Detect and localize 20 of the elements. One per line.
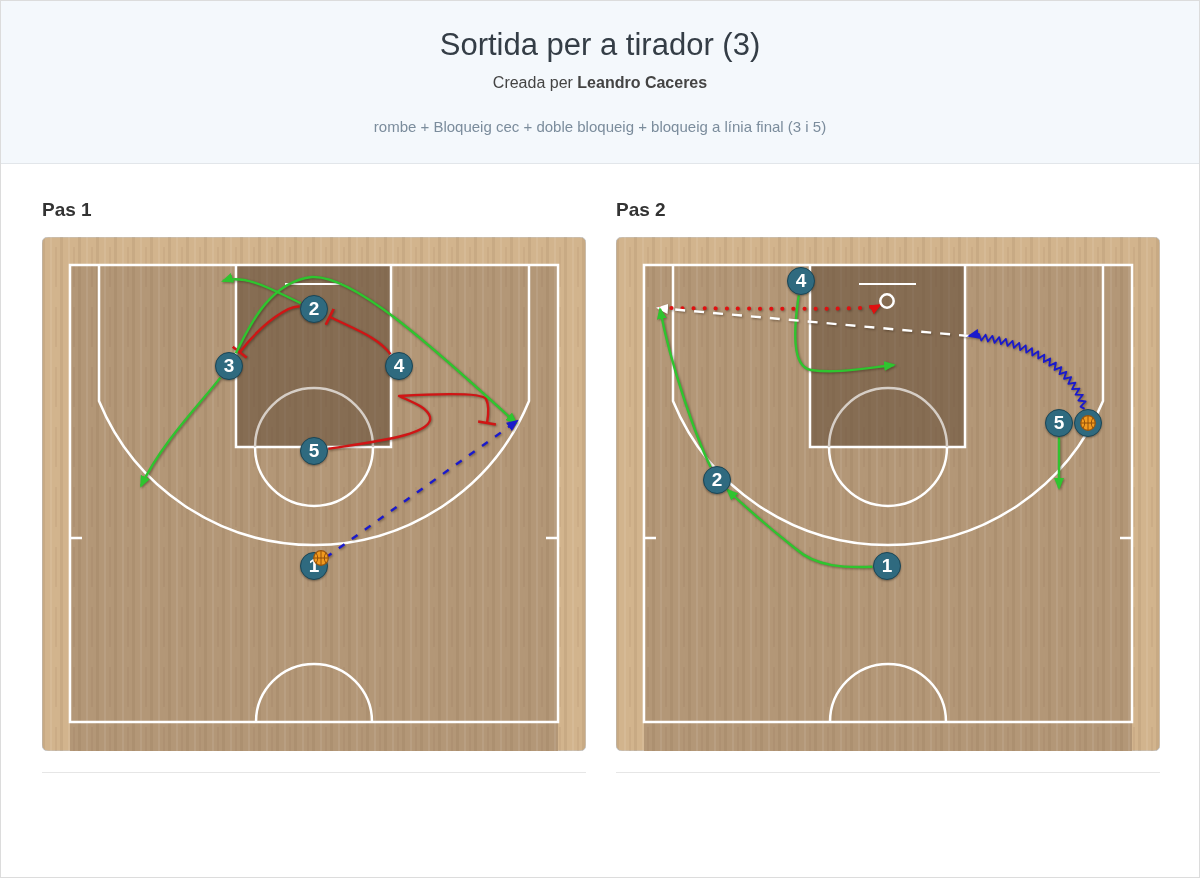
dribble-arrow <box>967 328 1087 410</box>
pass-arrow <box>656 303 970 338</box>
pass-arrow <box>325 419 519 559</box>
description-text: rombe + Bloqueig cec + doble bloqueig + bloqueig a línia final (3 i 5) <box>373 117 827 137</box>
basket-rim <box>879 293 895 309</box>
panel-heading: Pas 1 <box>42 198 92 222</box>
movement-arrow <box>726 488 873 569</box>
byline-text: Creada per Leandro Caceres <box>492 73 708 93</box>
shot-arrow <box>658 302 882 313</box>
movement-arrow <box>221 273 302 305</box>
movement-arrow <box>657 307 712 468</box>
panel-heading: Pas 2 <box>616 198 666 222</box>
movement-arrow <box>139 376 222 488</box>
movement-arrow <box>234 275 518 425</box>
screen-line <box>328 392 498 450</box>
movement-arrow <box>1054 437 1064 490</box>
screen-line <box>231 305 300 360</box>
movement-arrow <box>794 295 896 373</box>
diagram-title: Sortida per a tirador (3) <box>439 27 761 63</box>
screen-line <box>324 307 392 356</box>
